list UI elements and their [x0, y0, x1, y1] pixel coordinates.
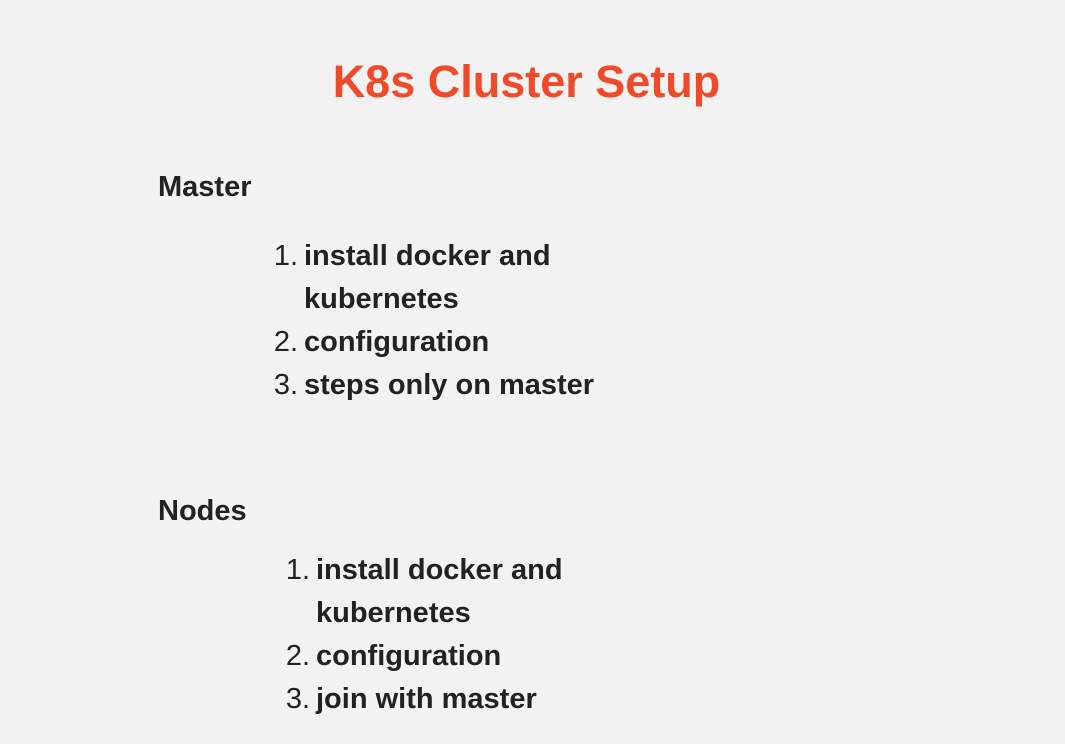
list-item-text: install docker and kubernetes	[316, 554, 563, 629]
list-item-number: 2.	[285, 640, 310, 672]
nodes-steps-list: 1. install docker and kubernetes 2. conf…	[286, 549, 616, 721]
page-title: K8s Cluster Setup	[332, 56, 721, 107]
list-item-number: 1.	[285, 554, 310, 586]
list-item-number: 3.	[285, 683, 310, 715]
list-item: 2. configuration	[286, 635, 616, 678]
list-item-text: configuration	[304, 326, 490, 358]
list-item-number: 1.	[273, 240, 298, 272]
list-item-number: 2.	[273, 326, 298, 358]
section-heading-master: Master	[158, 171, 252, 203]
list-item-text: configuration	[316, 640, 502, 672]
list-item: 3. steps only on master	[274, 364, 644, 407]
section-heading-nodes: Nodes	[158, 495, 247, 527]
list-item-text: join with master	[316, 683, 537, 715]
list-item: 1. install docker and kubernetes	[274, 235, 604, 321]
master-steps-list: 1. install docker and kubernetes 2. conf…	[274, 235, 644, 407]
list-item: 2. configuration	[274, 321, 604, 364]
list-item-text: steps only on master	[304, 369, 595, 401]
list-item-number: 3.	[273, 369, 298, 401]
list-item: 3. join with master	[286, 678, 616, 721]
list-item-text: install docker and kubernetes	[304, 240, 551, 315]
list-item: 1. install docker and kubernetes	[286, 549, 616, 635]
